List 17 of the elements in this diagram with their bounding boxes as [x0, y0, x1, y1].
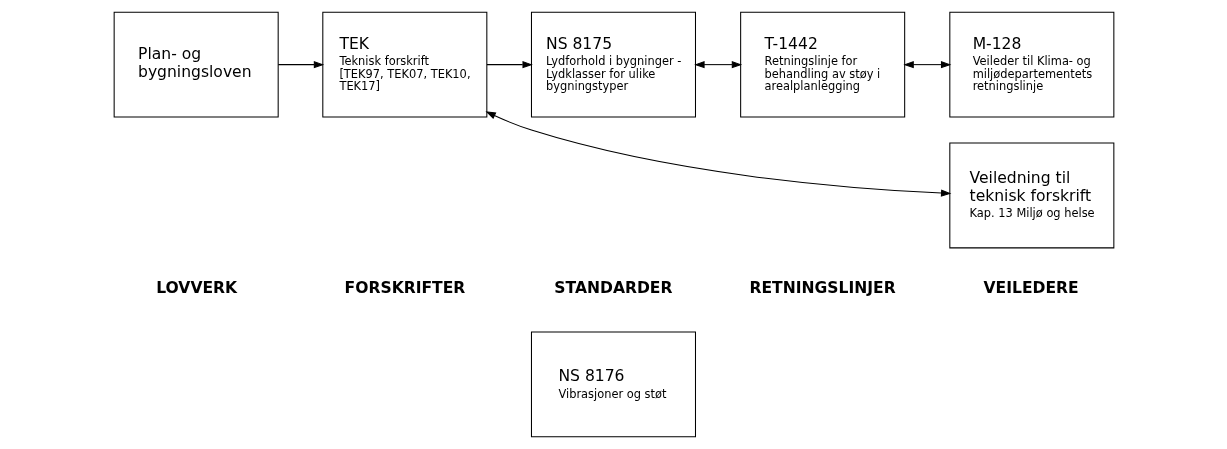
- label: VEILEDERE: [983, 278, 1079, 297]
- label: LOVVERK: [155, 278, 237, 297]
- arrow: [485, 61, 533, 69]
- node-box: M-128 Veileder til Klima- og miljødepartementets retningslinje: [948, 11, 1114, 118]
- node-box: Veiledning til teknisk forskrift Kap. 13 Miljø og helse: [948, 142, 1114, 249]
- node-box: NS 8175 Lydforhold i bygninger - Lydklasser for ulike bygningstyper: [530, 11, 696, 118]
- arrow: [484, 111, 951, 197]
- node-box: T-1442 Retningslinje for behandling av støy i arealplanlegging: [739, 11, 905, 118]
- arrow: [277, 61, 324, 69]
- label: FORSKRIFTER: [344, 278, 465, 297]
- arrow: [902, 61, 951, 69]
- node-box: Plan- og bygningsloven: [113, 11, 279, 118]
- arrow: [693, 61, 742, 69]
- node-box: NS 8176 Vibrasjoner og støt: [530, 331, 696, 438]
- node-box: TEK Teknisk forskrift [TEK97, TEK07, TEK10, TEK17]: [321, 11, 487, 118]
- label: RETNINGSLINJER: [748, 278, 896, 297]
- label: STANDARDER: [553, 278, 672, 297]
